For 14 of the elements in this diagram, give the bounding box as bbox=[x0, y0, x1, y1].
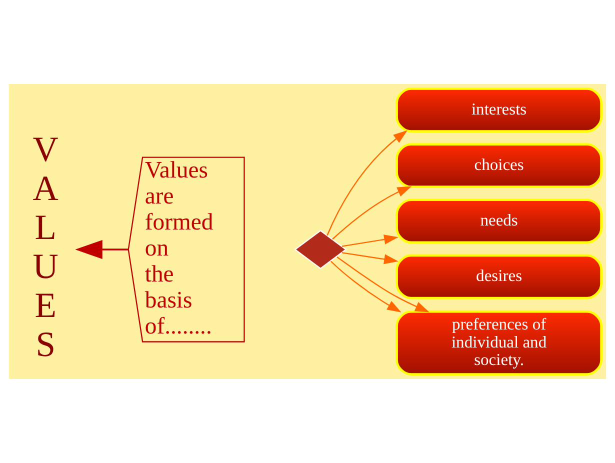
arrow bbox=[332, 186, 412, 240]
node-box: interests bbox=[396, 88, 602, 132]
node-text: V A L U E S bbox=[32, 128, 58, 364]
node-box: desires bbox=[396, 254, 602, 300]
node-arrow bbox=[294, 230, 347, 270]
arrow bbox=[326, 130, 408, 236]
node-box: needs bbox=[396, 198, 602, 244]
arrow bbox=[330, 260, 402, 312]
node-box: choices bbox=[396, 143, 602, 188]
node-box: preferences of individual and society. bbox=[396, 310, 602, 376]
arrow bbox=[342, 252, 398, 264]
arrow bbox=[75, 240, 128, 260]
arrow bbox=[336, 256, 430, 312]
arrow bbox=[342, 234, 398, 247]
